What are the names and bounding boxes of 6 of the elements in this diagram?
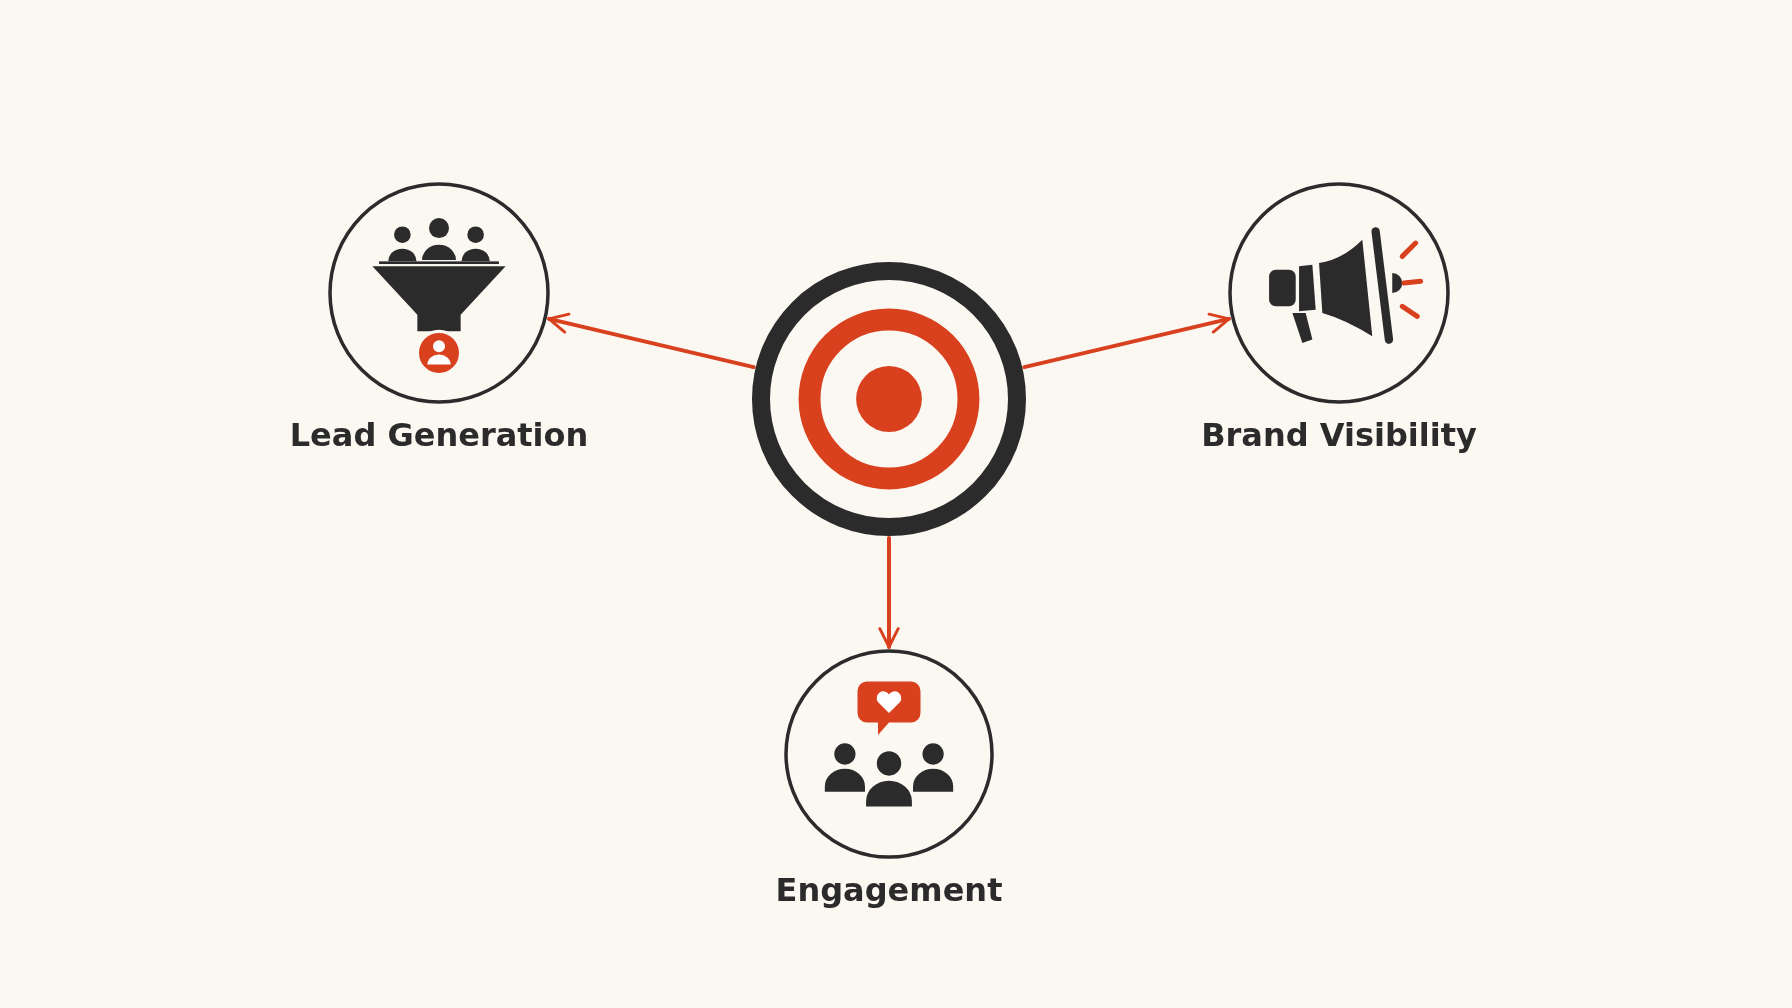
arrow	[878, 536, 900, 649]
arrow	[1022, 312, 1231, 370]
arrow	[547, 312, 756, 370]
node-label: Engagement	[774, 871, 1004, 909]
node-label: Lead Generation	[288, 416, 590, 454]
node-label: Brand Visibility	[1200, 416, 1478, 454]
